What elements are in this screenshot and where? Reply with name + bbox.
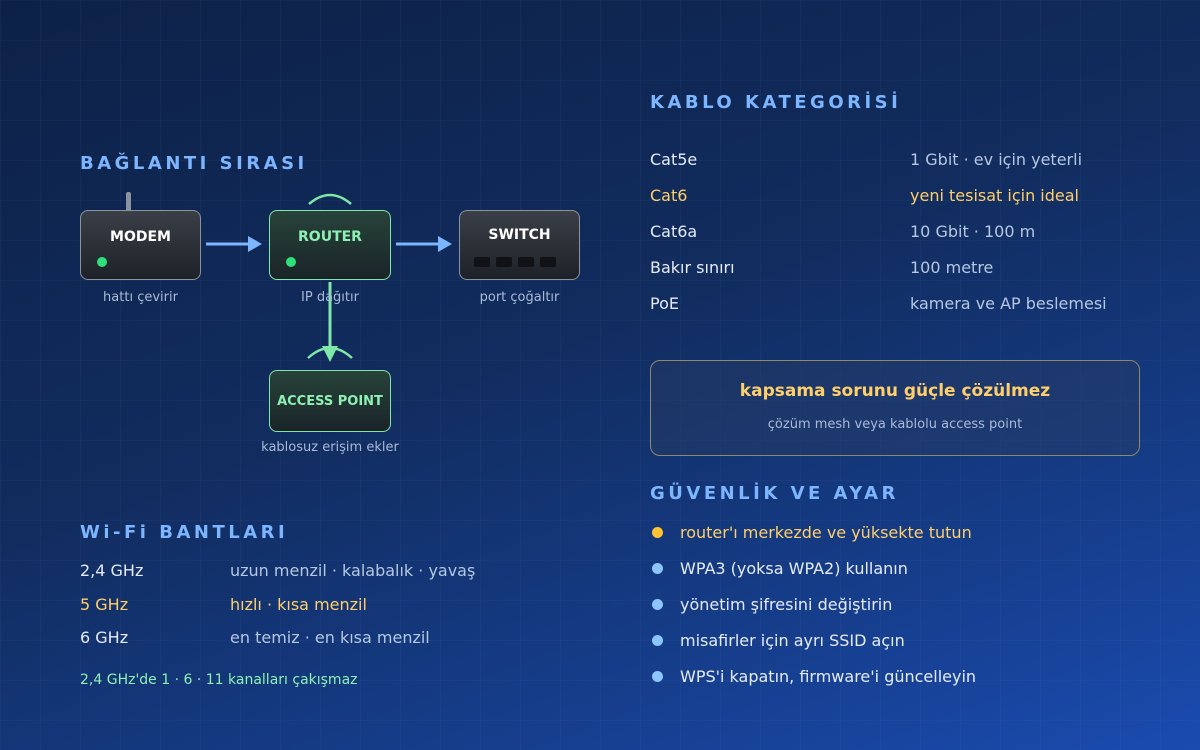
security-item: yönetim şifresini değiştirin [680,595,893,614]
security-title: GÜVENLİK VE AYAR [650,483,899,504]
bullet-icon [652,635,663,646]
coverage-callout: kapsama sorunu güçle çözülmez çözüm mesh… [650,360,1140,456]
cable-value: yeni tesisat için ideal [910,186,1079,205]
modem-antenna [126,192,131,212]
callout-title: kapsama sorunu güçle çözülmez [739,381,1051,401]
port-icon [496,257,512,267]
port-icon [518,257,534,267]
wifi-channel-note: 2,4 GHz'de 1 · 6 · 11 kanalları çakışmaz [80,672,358,688]
cable-name: Cat5e [650,150,698,169]
wifi-band: 2,4 GHz [80,561,144,580]
switch-label: SWITCH [488,227,551,243]
cable-value: 100 metre [910,258,994,277]
modem-router-arrow-head [248,236,262,252]
cable-value: 10 Gbit · 100 m [910,222,1036,241]
wifi-band-desc: en temiz · en kısa menzil [230,628,430,647]
wifi-title: Wi-Fi BANTLARI [80,522,289,543]
router-wifi-icon [308,193,352,205]
connection-title: BAĞLANTI SIRASI [80,153,308,174]
wifi-band: 6 GHz [80,628,129,647]
cable-name: Cat6a [650,222,698,241]
router-switch-arrow-head [438,236,452,252]
modem-caption: hattı çevirir [103,290,178,305]
security-item: router'ı merkezde ve yüksekte tutun [680,523,972,542]
cable-value: kamera ve AP beslemesi [910,294,1107,313]
access-point-caption: kablosuz erişim ekler [261,440,399,455]
security-item: WPS'i kapatın, firmware'i güncelleyin [680,667,977,686]
cable-value: 1 Gbit · ev için yeterli [910,150,1083,169]
access-point-device: ACCESS POINT [269,370,391,432]
router-caption: IP dağıtır [301,290,359,305]
port-icon [474,257,490,267]
switch-ports [474,257,556,267]
bullet-icon [652,563,663,574]
security-item: WPA3 (yoksa WPA2) kullanın [680,559,908,578]
port-icon [540,257,556,267]
bullet-icon [652,671,663,682]
router-label: ROUTER [298,229,362,245]
switch-device: SWITCH [459,210,580,280]
security-item: misafirler için ayrı SSID açın [680,631,905,650]
router-device: ROUTER [269,210,391,280]
cable-title: KABLO KATEGORİSİ [650,92,902,113]
modem-device: MODEM [80,210,201,280]
cable-name: Bakır sınırı [650,258,735,277]
bullet-icon [652,527,663,538]
cable-name: PoE [650,294,679,313]
access-point-label: ACCESS POINT [277,394,383,409]
cable-name: Cat6 [650,186,688,205]
switch-caption: port çoğaltır [479,290,560,305]
wifi-band-desc: uzun menzil · kalabalık · yavaş [230,561,476,580]
access-point-wifi-icon [307,346,353,359]
wifi-band: 5 GHz [80,595,129,614]
modem-label: MODEM [110,229,171,245]
router-led-icon [286,257,296,267]
bullet-icon [652,599,663,610]
wifi-band-desc: hızlı · kısa menzil [230,595,367,614]
modem-led-icon [97,257,107,267]
router-ap-arrow-head [322,346,338,362]
callout-subtitle: çözüm mesh veya kablolu access point [767,417,1023,432]
